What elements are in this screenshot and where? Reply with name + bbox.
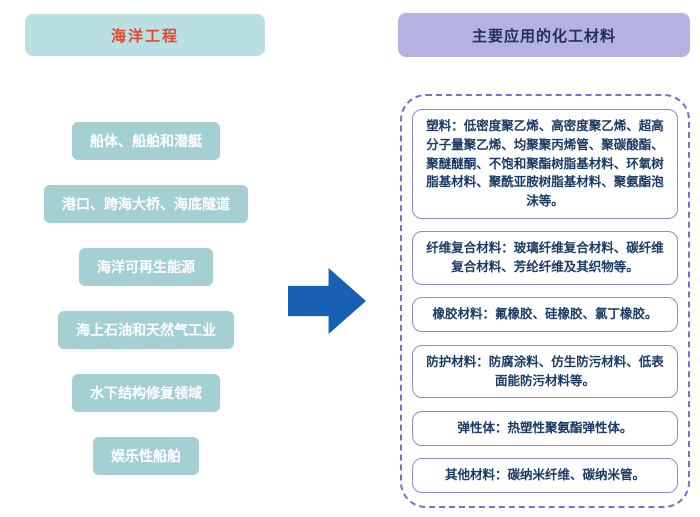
materials-panel: 塑料：低密度聚乙烯、高密度聚乙烯、超高分子量聚乙烯、均聚聚丙烯管、聚碳酸酯、聚醚…: [400, 94, 690, 508]
left-item-list: 船体、船舶和潜艇 港口、跨海大桥、海底隧道 海洋可再生能源 海上石油和天然气工业…: [0, 122, 292, 475]
material-item-protective: 防护材料：防腐涂料、仿生防污材料、低表面能防污材料等。: [412, 344, 678, 399]
material-item-others: 其他材料：碳纳米纤维、碳纳米管。: [412, 458, 678, 493]
right-header-title: 主要应用的化工材料: [398, 13, 690, 57]
left-item-oil-gas: 海上石油和天然气工业: [58, 311, 234, 349]
right-column: 主要应用的化工材料 塑料：低密度聚乙烯、高密度聚乙烯、超高分子量聚乙烯、均聚聚丙…: [398, 0, 690, 517]
right-arrow-icon: [288, 268, 366, 334]
material-item-rubber: 橡胶材料：氟橡胶、硅橡胶、氯丁橡胶。: [412, 297, 678, 333]
left-item-underwater-repair: 水下结构修复领域: [72, 374, 220, 412]
material-item-fiber-composites: 纤维复合材料：玻璃纤维复合材料、碳纤维复合材料、芳纶纤维及其织物等。: [412, 231, 678, 285]
material-item-plastics: 塑料：低密度聚乙烯、高密度聚乙烯、超高分子量聚乙烯、均聚聚丙烯管、聚碳酸酯、聚醚…: [412, 109, 678, 219]
left-item-ships: 船体、船舶和潜艇: [72, 122, 220, 160]
material-item-elastomers: 弹性体：热塑性聚氨酯弹性体。: [412, 410, 678, 446]
left-item-ports-bridges-tunnels: 港口、跨海大桥、海底隧道: [44, 185, 248, 223]
left-column: 海洋工程 船体、船舶和潜艇 港口、跨海大桥、海底隧道 海洋可再生能源 海上石油和…: [0, 0, 292, 517]
left-item-recreational-boats: 娱乐性船舶: [93, 437, 199, 475]
left-header-title: 海洋工程: [25, 14, 265, 56]
left-item-renewable-energy: 海洋可再生能源: [79, 248, 213, 286]
